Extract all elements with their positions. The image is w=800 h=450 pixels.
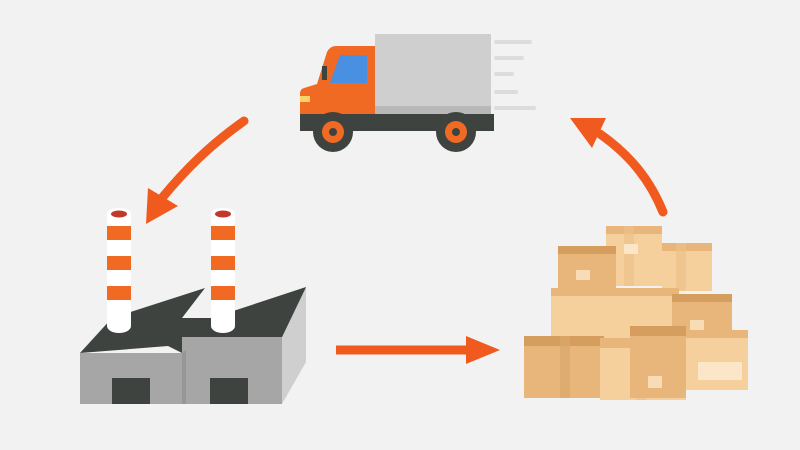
factory-chimney-left: [107, 208, 131, 333]
arrow-boxes-to-truck: [570, 118, 668, 217]
cardboard-boxes-icon: [524, 226, 748, 400]
factory-roof-top: [112, 287, 306, 353]
factory-front-shade: [182, 350, 186, 404]
factory-side-wall: [282, 287, 306, 404]
speed-lines: [494, 40, 536, 110]
factory-chimney-right: [211, 208, 235, 333]
box-back-right: [662, 243, 712, 291]
truck-headlight: [300, 96, 310, 102]
truck-mirror: [322, 66, 327, 80]
arrow-factory-to-boxes: [336, 336, 500, 364]
box-bottom-right: [680, 330, 748, 390]
truck-front-wheel: [313, 112, 353, 152]
truck-cargo-box: [375, 34, 491, 114]
box-upper-left: [558, 246, 616, 292]
box-front-tall: [630, 326, 686, 398]
truck-window: [330, 55, 367, 83]
factory-door-left: [112, 378, 150, 404]
box-bottom-left: [524, 336, 604, 398]
factory-icon: [80, 208, 306, 404]
arrow-truck-to-factory: [146, 116, 249, 224]
truck-cargo-shade: [375, 106, 491, 114]
delivery-truck-icon: [300, 34, 536, 152]
truck-rear-wheel: [436, 112, 476, 152]
factory-door-right: [210, 378, 248, 404]
